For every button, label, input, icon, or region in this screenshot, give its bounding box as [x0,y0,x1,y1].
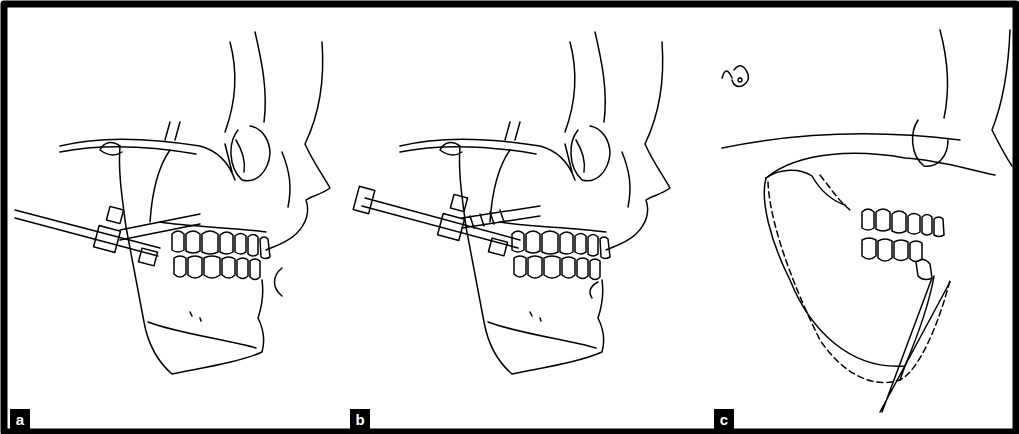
panel-label: c [714,409,734,431]
skull-drawing [353,32,670,374]
skull-drawing [722,30,1012,412]
skull-drawing [15,32,330,374]
panel-label: a [10,409,30,431]
panel-label: b [350,409,370,431]
